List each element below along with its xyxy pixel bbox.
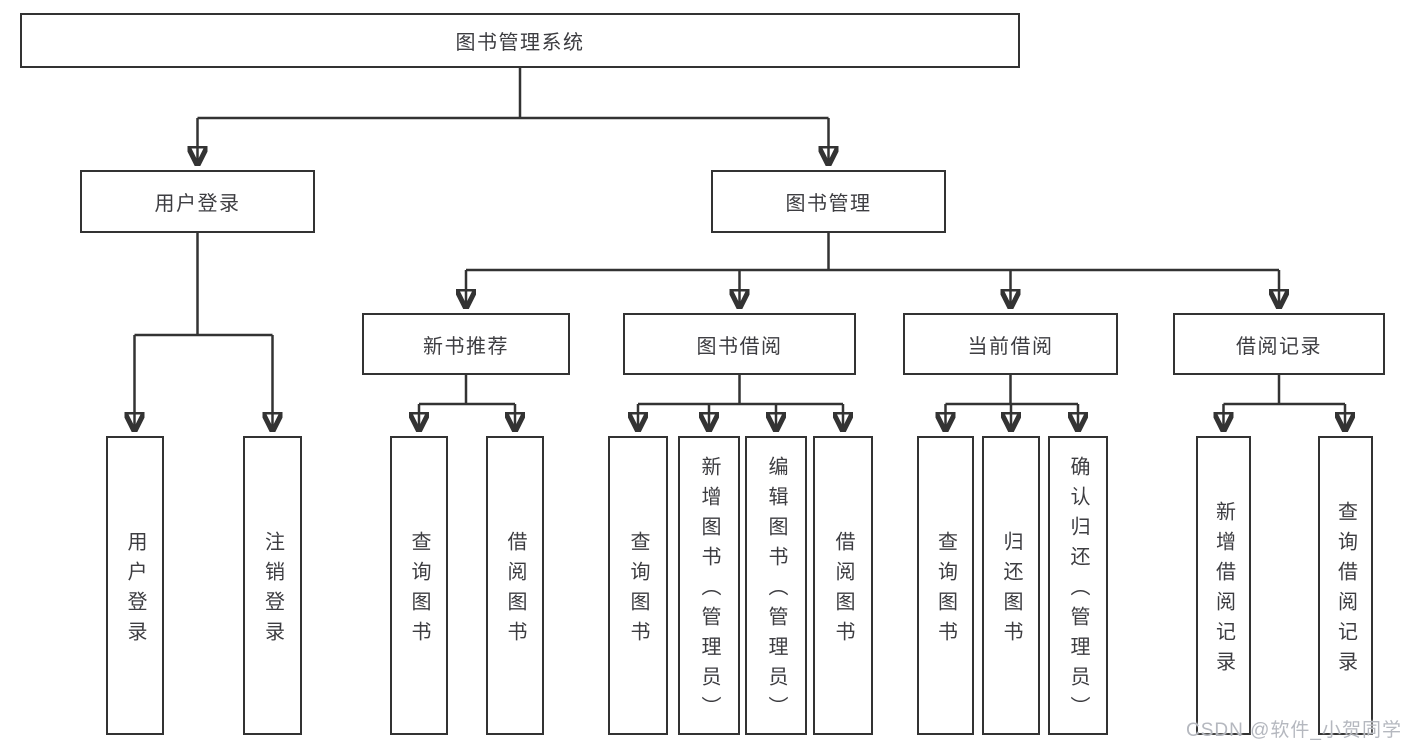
node-borrowing-records-label: 借阅记录 xyxy=(1236,335,1322,358)
leaf-return-books: 归还图书 xyxy=(982,436,1040,735)
connector-book-mgmt-to-level3 xyxy=(466,233,1279,309)
node-borrowing-records: 借阅记录 xyxy=(1173,313,1385,375)
leaf-current-query-books: 查询图书 xyxy=(917,436,974,735)
leaf-edit-books-admin: 编辑图书（管理员） xyxy=(745,436,807,735)
node-book-borrowing-label: 图书借阅 xyxy=(696,335,783,358)
csdn-watermark: CSDN @软件_小贺同学 xyxy=(1186,720,1402,741)
leaf-borrow-query-books: 查询图书 xyxy=(608,436,668,735)
connector-borrow-records-to-leaves xyxy=(1224,375,1346,432)
node-book-management-label: 图书管理 xyxy=(785,193,872,215)
leaf-add-books-admin: 新增图书（管理员） xyxy=(678,436,740,735)
connector-new-book-rec-to-leaves xyxy=(419,375,515,432)
leaf-newrec-query-books: 查询图书 xyxy=(390,436,448,735)
leaf-confirm-return-admin: 确认归还（管理员） xyxy=(1048,436,1108,735)
node-library-system: 图书管理系统 xyxy=(20,13,1020,68)
connector-user-login-to-leaves xyxy=(135,233,273,432)
node-new-book-recommend: 新书推荐 xyxy=(362,313,570,375)
connector-current-borrow-to-leaves xyxy=(946,375,1079,432)
leaf-logout: 注销登录 xyxy=(243,436,302,735)
connector-book-borrow-to-leaves xyxy=(638,375,843,432)
leaf-newrec-borrow-books: 借阅图书 xyxy=(486,436,544,735)
node-user-login: 用户登录 xyxy=(80,170,315,233)
node-book-management: 图书管理 xyxy=(711,170,946,233)
leaf-query-borrow-record: 查询借阅记录 xyxy=(1318,436,1373,735)
node-user-login-label: 用户登录 xyxy=(154,193,241,215)
node-current-borrowing-label: 当前借阅 xyxy=(967,335,1054,358)
node-library-system-label: 图书管理系统 xyxy=(455,32,585,54)
node-current-borrowing: 当前借阅 xyxy=(903,313,1118,375)
leaf-add-borrow-record: 新增借阅记录 xyxy=(1196,436,1251,735)
node-book-borrowing: 图书借阅 xyxy=(623,313,856,375)
leaf-borrow-books: 借阅图书 xyxy=(813,436,873,735)
connector-root-to-level2 xyxy=(198,68,829,166)
node-new-book-recommend-label: 新书推荐 xyxy=(423,335,509,358)
leaf-user-login: 用户登录 xyxy=(106,436,164,735)
